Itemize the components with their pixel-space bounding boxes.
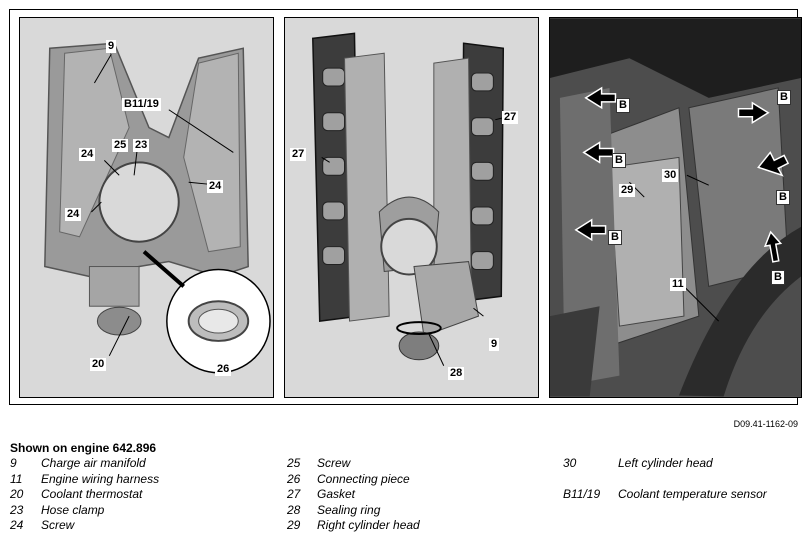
callout-24-c: 24 [65, 208, 82, 221]
callout-9: 9 [106, 40, 117, 53]
document-number: D09.41-1162-09 [733, 419, 798, 429]
figure-panel-manifold: 9 B11/19 25 23 24 24 24 20 26 [19, 17, 274, 398]
figure-panel-gaskets: 27 27 9 28 [284, 17, 539, 398]
callout-9-panel2: 9 [489, 338, 500, 351]
gasket-illustration [312, 32, 505, 366]
callout-b-3: B [608, 230, 622, 245]
callout-b11-19: B11/19 [122, 98, 161, 111]
callout-27-left: 27 [290, 148, 307, 161]
callout-27-right: 27 [502, 111, 519, 124]
callout-24-b: 24 [207, 180, 224, 193]
caption-title: Shown on engine 642.896 [10, 441, 157, 455]
callout-25: 25 [112, 139, 129, 152]
callout-b-6: B [771, 270, 785, 285]
engine-photo-illustration [550, 18, 801, 397]
callout-11: 11 [670, 278, 686, 291]
callout-29: 29 [619, 184, 636, 197]
callout-20: 20 [90, 358, 107, 371]
figure-panel-engine-photo: B B B B B B 29 30 11 [549, 17, 802, 398]
callout-b-4: B [777, 90, 791, 105]
manifold-illustration [44, 42, 271, 374]
callout-24-a: 24 [79, 148, 96, 161]
callout-23: 23 [133, 139, 150, 152]
legend-spacer [563, 472, 767, 488]
callout-b-5: B [776, 190, 790, 205]
callout-26: 26 [215, 363, 232, 376]
callout-b-2: B [612, 153, 626, 168]
callout-30: 30 [662, 169, 679, 182]
callout-28: 28 [448, 367, 465, 380]
callout-b-1: B [616, 98, 630, 113]
